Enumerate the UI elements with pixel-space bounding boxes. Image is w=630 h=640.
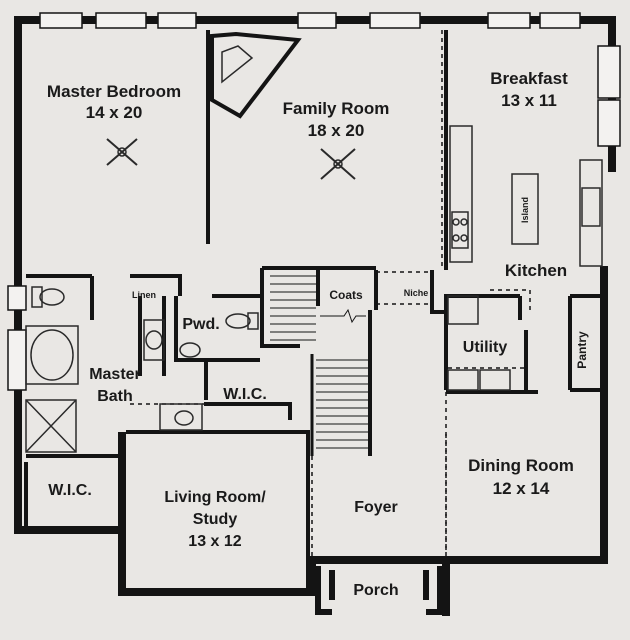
interior-walls xyxy=(24,30,604,592)
foyer-label: Foyer xyxy=(354,499,398,516)
island-label: Island xyxy=(520,197,530,223)
linen-label: Linen xyxy=(132,290,156,300)
dining-room-dims: 12 x 14 xyxy=(493,479,550,498)
shower xyxy=(25,399,77,453)
porch-walls xyxy=(315,566,443,615)
living-room-line2: Study xyxy=(193,511,238,528)
kitchen-sink xyxy=(581,187,601,227)
shower-cross xyxy=(25,399,77,453)
living-room-dims: 13 x 12 xyxy=(188,533,241,550)
wic-upper-label: W.I.C. xyxy=(223,386,267,403)
room-labels: Master Bedroom 14 x 20 Family Room 18 x … xyxy=(47,69,589,599)
cooktop xyxy=(451,211,469,249)
bathtub xyxy=(25,325,79,385)
dining-room-name: Dining Room xyxy=(468,456,574,475)
kitchen-island xyxy=(511,173,539,245)
breakfast-name: Breakfast xyxy=(490,69,568,88)
bathtub-basin xyxy=(30,329,74,381)
master-bath-line2: Bath xyxy=(97,388,133,405)
master-bath-line1: Master xyxy=(89,366,141,383)
vanity-wic xyxy=(159,403,203,431)
living-room-line1: Living Room/ xyxy=(164,489,266,506)
toilet-powder xyxy=(225,312,259,330)
coats-label: Coats xyxy=(329,288,363,302)
ceiling-fan-master xyxy=(106,138,138,166)
kitchen-counter-right xyxy=(579,159,603,267)
fixtures xyxy=(25,45,603,453)
toilet-master xyxy=(31,286,65,308)
utility-sink xyxy=(447,295,479,325)
dryer xyxy=(479,369,511,391)
porch-label: Porch xyxy=(353,582,398,599)
windows xyxy=(7,12,621,391)
pantry-label: Pantry xyxy=(575,331,589,369)
fireplace-hearth xyxy=(221,45,254,84)
kitchen-label: Kitchen xyxy=(505,261,567,280)
master-bedroom-name: Master Bedroom xyxy=(47,82,181,101)
family-room-name: Family Room xyxy=(283,99,390,118)
family-room-dims: 18 x 20 xyxy=(308,121,365,140)
master-bedroom-dims: 14 x 20 xyxy=(86,103,143,122)
breakfast-dims: 13 x 11 xyxy=(501,91,557,110)
sink-master xyxy=(143,319,165,361)
powder-label: Pwd. xyxy=(182,316,219,333)
wic-lower-label: W.I.C. xyxy=(48,482,92,499)
washer xyxy=(447,369,479,391)
stairs xyxy=(270,275,368,456)
utility-label: Utility xyxy=(463,339,508,356)
kitchen-counter-left xyxy=(449,125,473,263)
dashed-openings xyxy=(130,30,531,560)
ceiling-fan-family xyxy=(320,148,356,180)
niche-label: Niche xyxy=(404,288,429,298)
sink-powder xyxy=(179,342,201,358)
